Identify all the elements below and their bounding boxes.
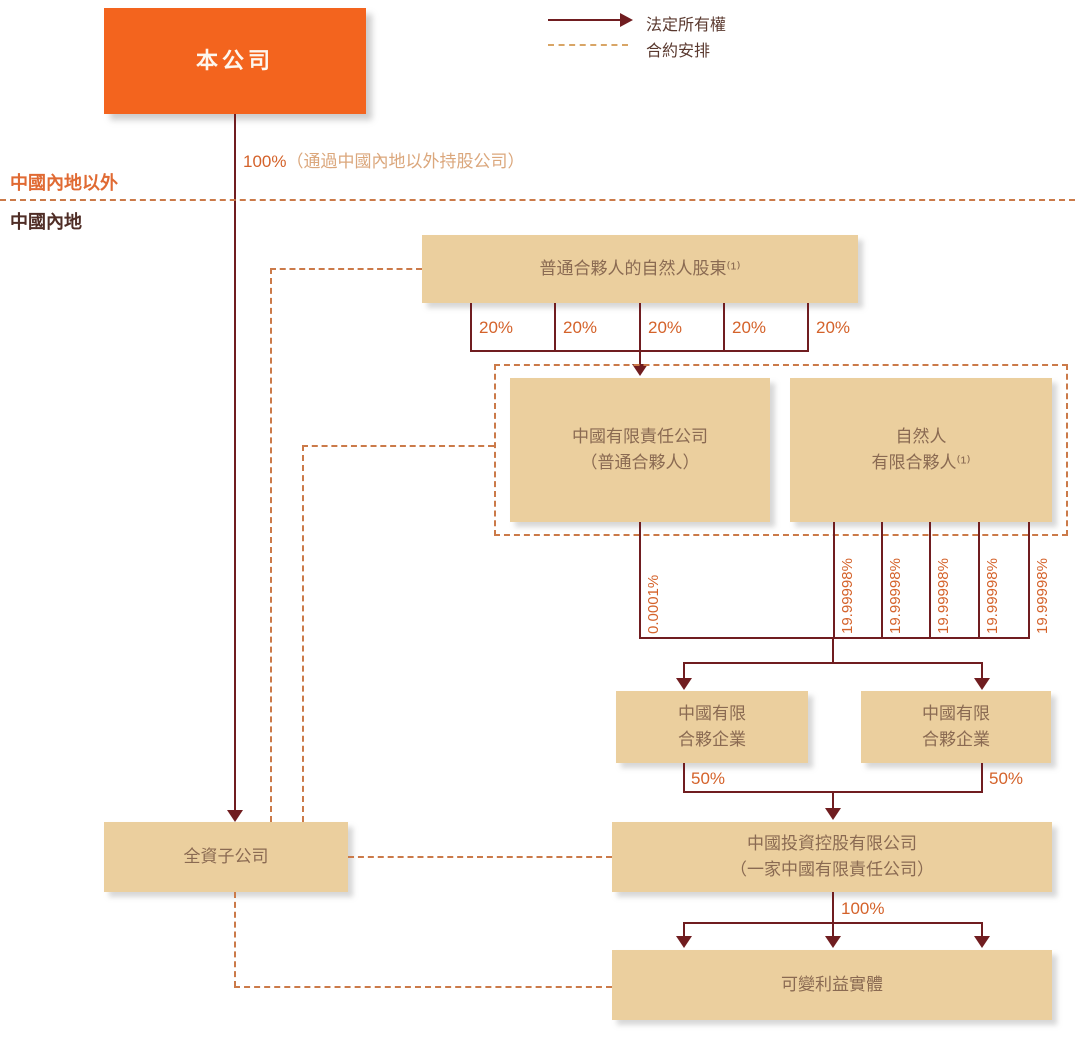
legend-solid-label: 法定所有權 <box>646 17 727 34</box>
edge-vie-drop-center <box>832 922 834 938</box>
dashed-gp-shareholders-to-subsidiary-h <box>270 268 422 270</box>
edge-gp-stub-2 <box>554 303 556 352</box>
edge-label-20pct-2: 20% <box>563 318 598 337</box>
edge-lp-drop-4 <box>978 522 980 638</box>
edge-lp-drop-3 <box>929 522 931 638</box>
edge-lp1-50pct <box>683 763 685 793</box>
region-label-mainland: 中國內地 <box>10 212 82 232</box>
node-natural-person-lp: 自然人 有限合夥人⁽¹⁾ <box>790 378 1052 522</box>
legend-arrowhead-icon <box>620 13 633 27</box>
node-gp-shareholders: 普通合夥人的自然人股東⁽¹⁾ <box>422 235 858 303</box>
arrowhead-into-subsidiary-icon <box>227 810 243 822</box>
edge-holdco-100pct <box>832 892 834 924</box>
edge-gp-stub-1 <box>470 303 472 352</box>
arrowhead-into-vie-right-icon <box>974 936 990 948</box>
legend-dashed-label: 合約安排 <box>646 43 711 60</box>
edge-label-19pct-5: 19.99998% <box>1034 558 1051 634</box>
edge-label-50pct-1: 50% <box>691 769 726 788</box>
legend-dashed-line <box>548 44 628 46</box>
edge-vie-drop-right <box>981 922 983 938</box>
dashed-partners-group-to-subsidiary-h <box>302 445 494 447</box>
node-prc-partnership-2: 中國有限 合夥企業 <box>861 691 1051 763</box>
edge-collector <box>639 637 1030 639</box>
edge-label-19pct-3: 19.99998% <box>935 558 952 634</box>
edge-gp-stub-3 <box>639 303 641 352</box>
dashed-subsidiary-to-vie-h <box>234 986 612 988</box>
edge-label-top-100pct: 100%（通過中國內地以外持股公司） <box>243 147 524 172</box>
edge-prcllc-drop <box>639 522 641 638</box>
edge-label-50pct-2: 50% <box>989 769 1024 788</box>
region-label-outside-mainland: 中國內地以外 <box>10 173 118 193</box>
edge-gp-center-drop <box>639 350 641 364</box>
edge-drop-lp1 <box>683 662 685 680</box>
dashed-partners-group-to-subsidiary-v <box>302 445 304 822</box>
arrowhead-into-vie-left-icon <box>676 936 692 948</box>
node-prc-partnership-1: 中國有限 合夥企業 <box>616 691 808 763</box>
edge-company-to-subsidiary <box>234 114 236 812</box>
node-invest-holdco: 中國投資控股有限公司 （一家中國有限責任公司） <box>612 822 1052 892</box>
partners-dashed-group <box>494 364 1068 536</box>
arrowhead-into-lp1-icon <box>676 678 692 690</box>
node-vie: 可變利益實體 <box>612 950 1052 1020</box>
top-pct-note: （通過中國內地以外持股公司） <box>286 152 525 171</box>
legend-solid-line <box>548 19 622 21</box>
edge-label-20pct-4: 20% <box>732 318 767 337</box>
edge-lp2-50pct <box>981 763 983 793</box>
edge-label-19pct-1: 19.99998% <box>839 558 856 634</box>
node-subsidiary: 全資子公司 <box>104 822 348 892</box>
edge-gp-stub-5 <box>807 303 809 352</box>
edge-label-20pct-5: 20% <box>816 318 851 337</box>
edge-lp-drop-5 <box>1028 522 1030 638</box>
arrowhead-into-vie-center-icon <box>825 936 841 948</box>
edge-gp-stub-4 <box>723 303 725 352</box>
node-prc-llc-gp: 中國有限責任公司 （普通合夥人） <box>510 378 770 522</box>
edge-label-20pct-1: 20% <box>479 318 514 337</box>
edge-label-0p0001pct: 0.0001% <box>645 574 662 634</box>
node-company: 本公司 <box>104 8 366 114</box>
edge-label-100pct: 100% <box>841 899 885 918</box>
arrowhead-into-prc-llc-icon <box>632 364 648 376</box>
dashed-gp-shareholders-to-subsidiary-v <box>270 268 272 822</box>
arrowhead-into-lp2-icon <box>974 678 990 690</box>
edge-holdco-center-drop <box>832 791 834 810</box>
dashed-subsidiary-to-vie-v <box>234 892 236 987</box>
edge-label-19pct-4: 19.99998% <box>984 558 1001 634</box>
top-pct-value: 100% <box>243 152 287 171</box>
region-separator-line <box>0 199 1075 201</box>
edge-label-19pct-2: 19.99998% <box>887 558 904 634</box>
arrowhead-into-holdco-icon <box>825 808 841 820</box>
edge-lp-drop-2 <box>881 522 883 638</box>
edge-collector-descender <box>832 637 834 664</box>
edge-lp-drop-1 <box>833 522 835 638</box>
edge-vie-drop-left <box>683 922 685 938</box>
edge-drop-lp2 <box>981 662 983 680</box>
edge-split-to-partnerships <box>683 662 983 664</box>
edge-label-20pct-3: 20% <box>648 318 683 337</box>
dashed-subsidiary-to-holdco <box>348 856 612 858</box>
